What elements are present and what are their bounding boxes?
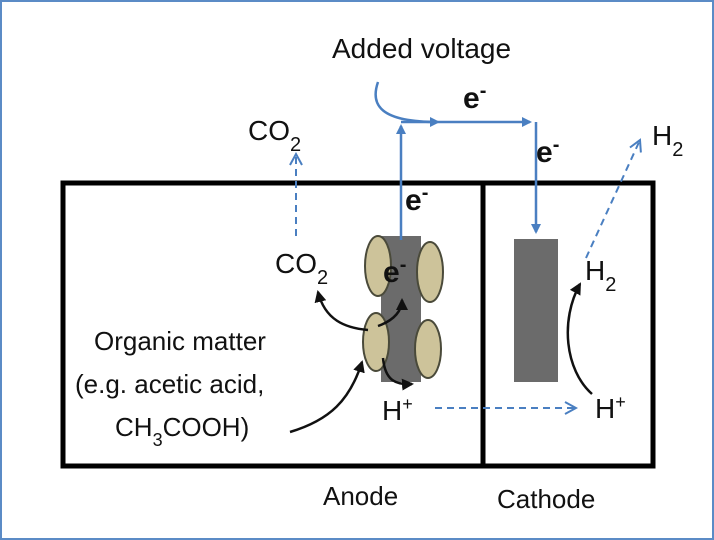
bacteria-cluster [362,235,444,379]
bacteria-to-co2-arrow [314,290,369,332]
co2-label-anode: CO2 [275,248,328,289]
bacterium [416,241,444,303]
bacteria-to-proton-arrow [381,357,414,391]
organic-matter-line2: (e.g. acetic acid, [75,369,264,399]
h2-label-cathode: H2 [585,255,616,296]
cathode-electrode [514,239,558,382]
bacteria-to-electron-arrow [377,298,408,328]
electron-label-mid: e- [405,182,428,217]
bacterium [364,235,392,297]
proton-label-cathode: H+ [595,392,626,424]
organic-matter-line1: Organic matter [94,326,266,356]
co2-label-top: CO2 [248,115,301,156]
electron-label-top: e- [463,80,486,115]
added-voltage-label: Added voltage [332,33,511,64]
electron-label-right: e- [536,134,559,169]
bacterium [414,319,442,379]
voltage-arrow [374,81,440,127]
bacterium [362,312,390,372]
h2-release-arrow [585,140,640,259]
organic-matter-line3: CH3COOH) [115,412,249,450]
cathode-label: Cathode [497,484,595,514]
proton-label-anode: H+ [382,394,413,426]
proton-to-h2-arrow [566,282,593,395]
h2-label-top: H2 [652,120,683,161]
organic-to-bacteria-arrow [289,360,365,434]
anode-label: Anode [323,481,398,511]
electron-label-electrode: e- [383,254,406,289]
cathode-chamber [480,180,656,469]
